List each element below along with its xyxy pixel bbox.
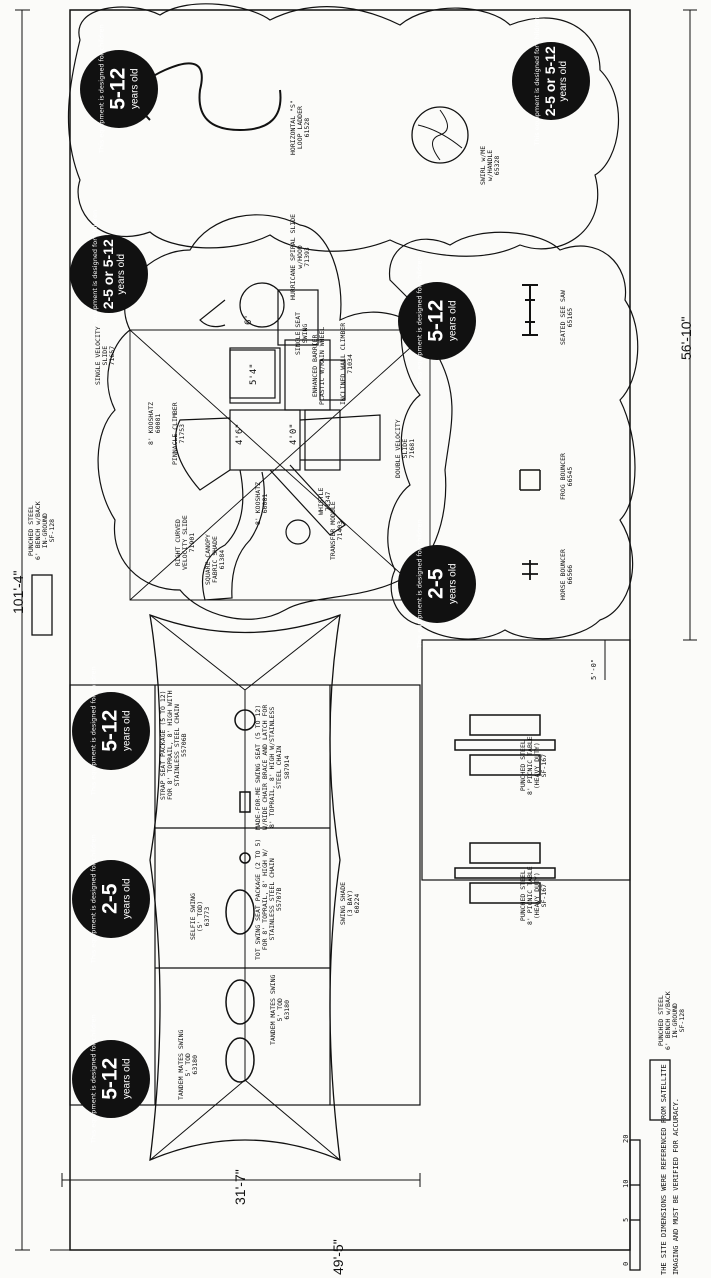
bench-right [649,1059,671,1121]
label-kooshatz-1: 8' KOOSHATZ 60081 [147,401,163,445]
label-made-for-me: MADE-FOR-ME SWING SEAT (5 TO 12) W/RIDE … [254,704,291,830]
label-inclined-climber: INCLINED WALL CLIMBER 71034 [339,322,355,405]
label-kooshatz-2: 8' KOOSHATZ 60081 [254,481,270,525]
label-seated-see-saw: SEATED SEE SAW 65165 [559,290,575,345]
label-tot-swing: TOT SWING SEAT PACKAGE (2 TO 5) FOR 8' T… [254,838,284,960]
label-deck-46: 4'6" [235,423,245,445]
label-swing-shade: SWING SHADE (3 BAY) 60224 [339,881,362,925]
label-hurricane-slide: HURRICANE SPIRAL SLIDE w/HOOD 71393 [289,213,312,300]
dim-shade-width: 31'-7" [232,1169,248,1205]
horse-bouncer-shape [522,560,538,580]
label-loop-ladder: HORIZONTAL "S" LOOP LADDER 61528 [289,100,312,155]
bench-left [31,574,53,636]
note-satellite: THE SITE DIMENSIONS WERE REFERENCED FROM… [660,1064,668,1275]
dim-gap: 5'-0" [590,658,598,680]
label-deck-54: 5'4" [249,363,259,385]
dimension-lines [15,9,697,1251]
dim-right-length: 56'-10" [678,316,694,360]
label-tandem-1: TANDEM MATES SWING 5' TOD 63180 [269,974,292,1045]
site-boundary [69,9,631,1251]
picnic-zone [421,639,631,881]
scale-label-0: 0 [622,1261,630,1266]
label-selfie-swing: SELFIE SWING (5' TOD) 63773 [189,893,212,940]
label-single-velocity-slide: SINGLE VELOCITY SLIDE 71657 [94,326,117,385]
dim-overall-length: 101'-4" [10,570,26,614]
loop-ladder-shape [137,62,282,132]
swirl-shape [411,106,469,164]
label-bench-left: PUNCHED STEEL 6' BENCH w/BACK IN-GROUND … [27,501,57,560]
label-single-seat: SINGLE SEAT SWING [294,311,310,355]
swing-bays [69,684,421,1106]
label-horse-bouncer: HORSE BOUNCER 66566 [559,549,575,600]
note-verify: IMAGING AND MUST BE VERIFIED FOR ACCURAC… [672,1097,680,1275]
label-double-velocity-slide: DOUBLE VELOCITY SLIDE 71681 [394,419,417,478]
bouncer-zone [387,231,639,640]
label-strap-seat: STRAP SEAT PACKAGE (5 TO 12) FOR 8' TOPR… [159,690,189,800]
picnic-tables [454,714,556,904]
play-structure [174,282,381,601]
label-tandem-2: TANDEM MATES SWING 5' TOD 63180 [177,1029,200,1100]
scale-label-5: 5 [622,1217,630,1222]
scale-label-20: 20 [622,1134,630,1143]
label-bench-right: PUNCHED STEEL 6' BENCH w/BACK IN-GROUND … [657,991,687,1050]
label-deck-6: 6' [244,314,254,325]
loop-ladder-zone [67,3,620,257]
label-deck-40: 4'0" [289,423,299,445]
label-picnic-2: PUNCHED STEEL 8' PICNIC TABLE (HEAVY DUT… [519,866,549,925]
label-square-canopy: SQUARE CANOPY FABRIC SHADE 61384 [204,534,227,585]
label-picnic-1: PUNCHED STEEL 8' PICNIC TABLE (HEAVY DUT… [519,736,549,795]
label-transfer-module: TRANSFER MODULE 71403 [329,501,345,560]
play-structure-zone [97,214,453,620]
label-swirl: SWIRL w/ME w/HANDLE 65328 [479,145,502,185]
label-enhanced-barrier: ENHANCED BARRIER PLASTIC W/RAIN WHEEL [311,326,327,405]
scale-label-10: 10 [622,1179,630,1188]
label-pinnacle-climber: PINNACLE CLIMBER 71753 [171,402,187,465]
see-saw-shape [522,284,538,336]
swing-seats [225,709,256,1083]
scale-bar [629,1139,641,1271]
frog-bouncer-shape [519,469,541,491]
label-frog-bouncer: FROG BOUNCER 66545 [559,453,575,500]
label-right-curved-slide: RIGHT CURVED VELOCITY SLIDE 71901 [174,515,197,570]
dim-overall-width: 49'-5" [330,1239,346,1275]
